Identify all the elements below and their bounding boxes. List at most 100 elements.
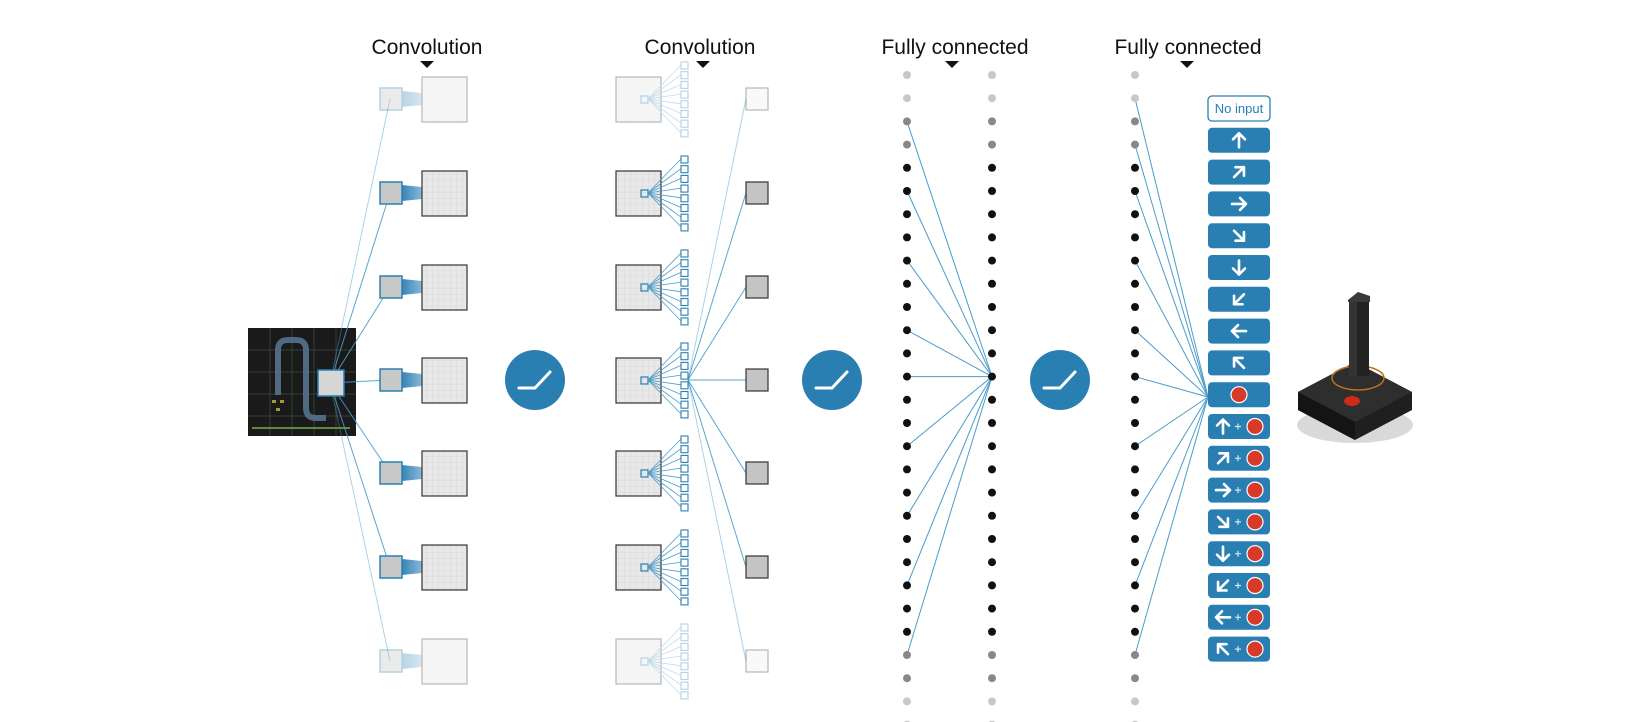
neuron-node: [903, 651, 911, 659]
connection-line: [647, 438, 682, 474]
neuron-node: [680, 307, 689, 316]
connection-line: [329, 98, 391, 384]
connection-line: [329, 382, 391, 474]
neuron-node: [988, 465, 996, 474]
neuron-node: [903, 581, 911, 590]
neuron-node: [680, 642, 689, 651]
neuron-node: [903, 372, 911, 381]
connection-line: [1134, 329, 1209, 398]
neuron-node: [680, 371, 689, 380]
connection-line: [647, 552, 682, 568]
action-button-up-right: [1208, 159, 1270, 185]
connection-line: [647, 636, 682, 662]
neuron-node: [988, 697, 996, 706]
connection-line: [647, 448, 682, 474]
neuron-node: [903, 442, 911, 451]
neuron-node: [680, 597, 689, 606]
connection-line: [647, 561, 682, 568]
stage-label-fc1: Fully connected: [881, 36, 1028, 59]
neuron-node: [680, 129, 689, 138]
connection-line: [647, 98, 682, 134]
connection-line: [647, 93, 682, 100]
connection-line: [647, 566, 682, 602]
neuron-node: [1131, 326, 1139, 335]
connection-line: [647, 379, 682, 386]
filter-window: [379, 461, 403, 485]
neuron-node: [1131, 419, 1139, 427]
connection-line: [647, 467, 682, 474]
neuron-node: [903, 604, 911, 613]
stage-label-fc2: Fully connected: [1114, 36, 1261, 59]
stage-label-conv1: Convolution: [372, 36, 483, 59]
neuron-node: [680, 119, 689, 128]
action-button-down-right: [1208, 223, 1270, 249]
fully-connected-layers: [903, 71, 1139, 722]
connection-line: [647, 458, 682, 474]
neuron-node: [680, 390, 689, 400]
connection-line: [1134, 260, 1209, 398]
small-feature-map: [745, 649, 769, 673]
fire-button-icon: [1246, 545, 1264, 563]
conv2-unit: [615, 342, 769, 419]
action-button-fire: [1208, 382, 1270, 408]
conv1-unit: [379, 170, 468, 217]
connection-line: [647, 660, 682, 667]
neuron-node: [1131, 697, 1139, 706]
connection-line: [647, 187, 682, 194]
action-button-right-fire: [1208, 477, 1270, 503]
filter-window: [379, 87, 403, 111]
neuron-node: [680, 435, 689, 444]
connection-line: [1134, 396, 1209, 447]
plus-icon: [1235, 487, 1241, 494]
down-left-arrow-icon: [1232, 293, 1246, 306]
neuron-node: [1131, 279, 1139, 288]
filter-window: [379, 368, 403, 392]
neuron-node: [680, 652, 689, 661]
neuron-node: [903, 210, 911, 219]
neuron-node: [680, 671, 689, 681]
connection-line: [647, 262, 682, 288]
connection-line: [647, 379, 682, 405]
connection-line: [647, 98, 682, 114]
neuron-node: [903, 187, 911, 195]
connection-line: [329, 382, 391, 662]
connection-line: [647, 252, 682, 288]
neuron-node: [680, 203, 689, 213]
feature-map: [615, 357, 662, 404]
conv1-layer: [379, 76, 468, 685]
left-arrow-icon: [1230, 323, 1248, 339]
connection-line: [1134, 144, 1209, 398]
fire-button-icon: [1246, 449, 1264, 467]
neuron-node: [1131, 117, 1139, 126]
connection-line: [647, 286, 682, 302]
connection-line: [647, 472, 682, 479]
filter-window: [379, 555, 403, 579]
neuron-node: [680, 352, 689, 361]
up-right-arrow-icon: [1232, 165, 1246, 179]
connection-line: [687, 379, 747, 662]
connection-line: [647, 98, 682, 124]
neuron-node: [903, 558, 911, 567]
up-right-arrow-icon: [1216, 452, 1230, 465]
connection-line: [647, 272, 682, 288]
connection-line: [647, 655, 682, 662]
neuron-node: [903, 465, 911, 474]
connection-line: [906, 376, 993, 517]
small-feature-map: [745, 275, 769, 299]
action-button-up: [1208, 127, 1270, 153]
neuron-node: [680, 568, 689, 577]
neuron-node: [988, 442, 996, 451]
neuron-node: [680, 100, 689, 109]
neuron-node: [988, 674, 996, 683]
fire-button-icon: [1246, 608, 1264, 626]
right-arrow-icon: [1230, 196, 1248, 212]
small-feature-map: [745, 368, 769, 392]
connection-line: [906, 260, 993, 377]
action-button-right: [1208, 191, 1270, 217]
neuron-node: [903, 256, 911, 265]
neuron-node: [680, 278, 689, 287]
connection-line: [687, 286, 747, 381]
neuron-node: [903, 94, 911, 103]
neuron-node: [988, 488, 996, 497]
